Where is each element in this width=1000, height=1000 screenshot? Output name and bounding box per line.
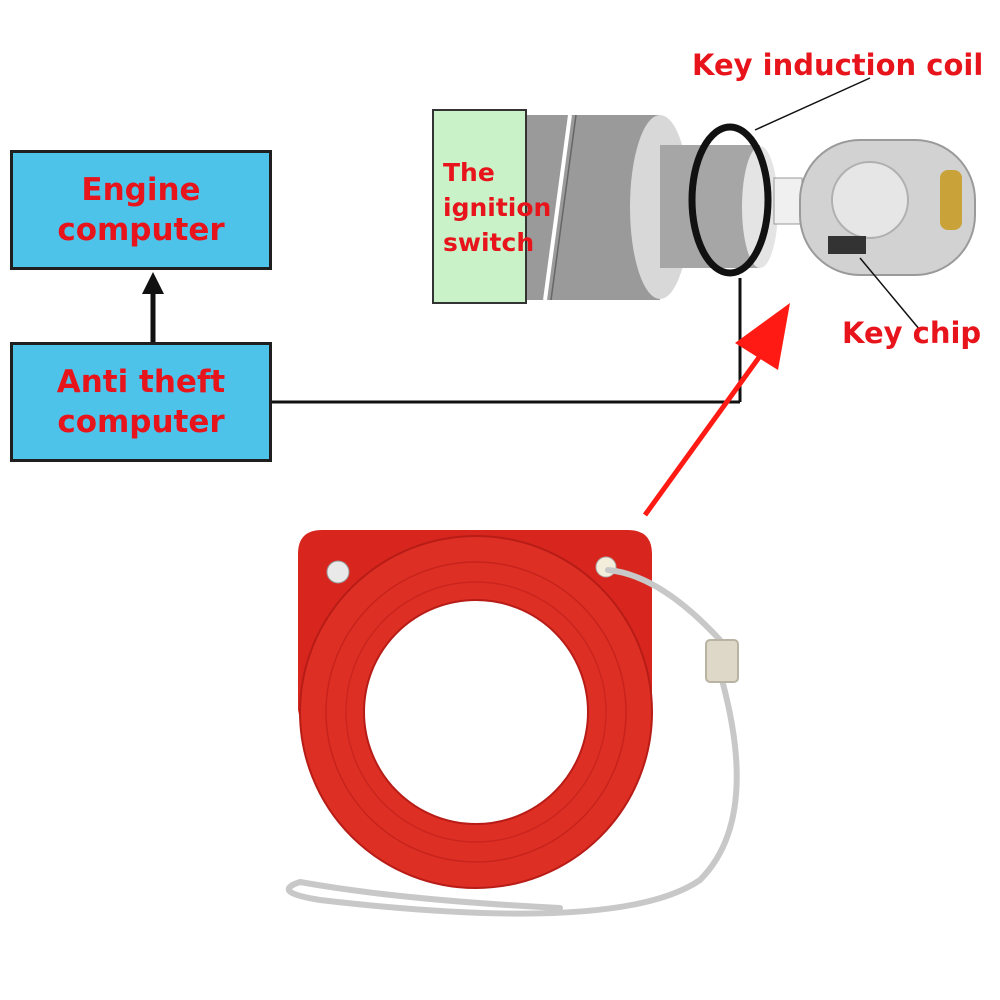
anti-theft-computer-label: Anti theft computer xyxy=(56,363,226,440)
car-key-icon xyxy=(799,139,976,276)
red-arrow xyxy=(642,303,790,517)
red-coil-product-icon xyxy=(298,530,653,889)
ignition-switch-panel xyxy=(432,109,527,304)
engine-computer-box: Engine computer xyxy=(10,150,272,270)
anti-theft-computer-box: Anti theft computer xyxy=(10,342,272,462)
lanyard-strap-icon xyxy=(285,567,740,917)
signal-arrow xyxy=(142,272,164,342)
ignition-switch-label: The ignition switch xyxy=(443,158,552,257)
engine-computer-label: Engine computer xyxy=(57,171,225,248)
key-induction-coil-label: Key induction coil xyxy=(692,48,984,82)
ignition-cylinder-icon xyxy=(525,114,803,301)
induction-coil-ring-icon xyxy=(688,123,772,277)
pointer-lines xyxy=(754,77,921,331)
key-chip-label: Key chip xyxy=(842,316,982,350)
